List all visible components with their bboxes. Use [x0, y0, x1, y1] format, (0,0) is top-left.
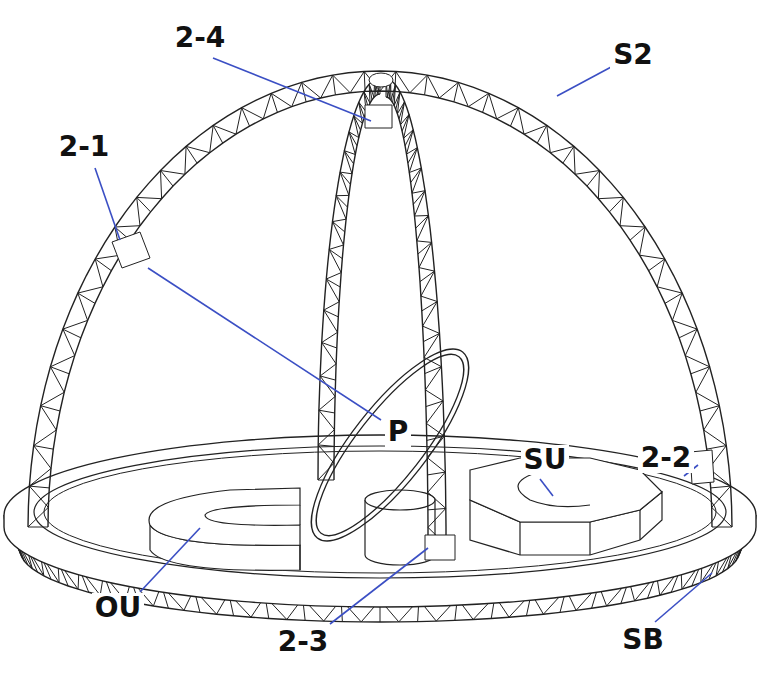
main-arch: [78, 293, 95, 303]
apex-hub: [369, 73, 393, 87]
ou-block: [299, 505, 300, 570]
main-arch: [712, 527, 732, 528]
inner-arch: [422, 302, 437, 311]
inner-arch: [425, 367, 442, 374]
main-arch: [213, 125, 222, 143]
unit-box: [112, 232, 150, 268]
callout-label: SB: [619, 625, 667, 656]
inner-arch: [354, 116, 361, 131]
inner-arch: [320, 376, 335, 380]
ring-p: [295, 336, 485, 553]
inner-arch: [334, 94, 380, 480]
inner-arch: [318, 480, 334, 481]
inner-arch: [420, 271, 435, 282]
inner-arch: [402, 114, 409, 131]
inner-arch: [333, 222, 345, 232]
inner-arch: [396, 92, 400, 110]
inner-arch: [408, 148, 417, 163]
main-arch: [28, 71, 732, 527]
inner-arch: [426, 401, 443, 407]
inner-arch: [324, 310, 339, 317]
main-arch: [630, 227, 645, 240]
main-arch: [510, 108, 518, 126]
inner-arch: [427, 472, 445, 475]
inner-arch: [318, 78, 380, 480]
main-arch: [483, 93, 489, 112]
main-arch: [425, 75, 428, 95]
ou-block: [149, 488, 300, 545]
inner-arch: [319, 410, 335, 413]
main-arch: [161, 170, 173, 186]
inner-arch: [359, 102, 364, 117]
center-cylinder: [365, 490, 435, 510]
inner-arch: [393, 85, 396, 103]
main-arch: [700, 406, 719, 411]
inner-arch: [322, 343, 337, 348]
callout-label: OU: [92, 593, 145, 624]
inner-arch: [318, 78, 380, 480]
main-arch: [665, 293, 682, 303]
su-block: [518, 470, 590, 507]
inner-arch: [329, 249, 342, 258]
main-arch: [63, 329, 81, 338]
inner-arch: [386, 79, 446, 545]
main-arch: [28, 72, 732, 528]
main-arch: [691, 367, 710, 374]
main-arch: [271, 93, 277, 112]
main-arch: [563, 146, 574, 163]
main-arch: [333, 75, 336, 95]
inner-arch: [416, 215, 429, 228]
inner-arch: [326, 279, 340, 287]
inner-arch: [413, 191, 425, 205]
main-arch: [41, 406, 60, 411]
inner-arch: [399, 102, 405, 119]
callout-label: 2-2: [638, 443, 695, 474]
callout-label: SU: [521, 445, 570, 476]
main-arch: [537, 125, 546, 143]
inner-arch: [411, 168, 422, 183]
inner-arch: [340, 172, 350, 184]
main-arch: [137, 197, 151, 211]
main-arch: [29, 486, 49, 488]
inner-arch: [405, 130, 413, 146]
unit-box: [425, 535, 455, 560]
main-arch: [707, 446, 727, 450]
inner-arch: [318, 445, 334, 446]
inner-arch: [336, 196, 347, 207]
main-arch: [711, 486, 731, 488]
main-arch: [242, 108, 250, 126]
leader-lines: [95, 58, 712, 624]
main-arch: [587, 170, 599, 186]
inner-arch: [369, 84, 372, 100]
inner-arch: [418, 242, 432, 254]
inner-arch: [344, 151, 353, 164]
ring-p: [287, 329, 492, 562]
main-arch: [454, 82, 458, 101]
su-block: [520, 510, 640, 555]
main-arch: [302, 82, 306, 101]
inner-arch: [386, 97, 428, 545]
inner-arch: [423, 333, 439, 341]
main-arch: [186, 146, 197, 163]
callout-label: S2: [610, 40, 656, 71]
inner-arch: [349, 132, 357, 146]
callout-label: 2-1: [56, 132, 113, 163]
inner-arch: [386, 79, 446, 545]
main-arch: [609, 197, 623, 211]
inner-arch: [428, 508, 446, 509]
callout-label: P: [385, 417, 412, 448]
main-arch: [48, 91, 712, 527]
unit-box: [365, 105, 392, 128]
main-arch: [50, 367, 69, 374]
main-arch: [95, 259, 111, 271]
callout-label: 2-4: [172, 23, 229, 54]
main-arch: [34, 446, 54, 450]
callout-label: 2-3: [275, 627, 332, 658]
main-arch: [649, 259, 665, 271]
main-arch: [28, 527, 48, 528]
main-arch: [679, 329, 697, 338]
